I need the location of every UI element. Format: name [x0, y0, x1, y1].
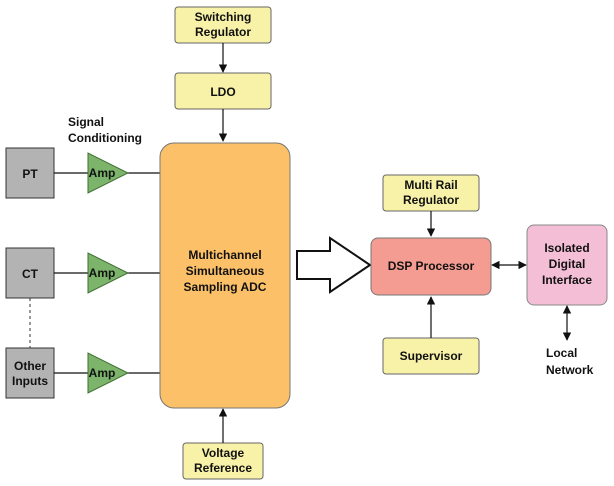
pt-label: PT — [22, 167, 38, 181]
adc-box — [159, 142, 291, 409]
amp-triangle-other — [87, 352, 130, 394]
local-network-line1: Local — [546, 346, 577, 360]
data-flow-arrow — [296, 236, 372, 294]
switching-regulator-line2: Regulator — [195, 25, 251, 39]
voltage-reference-line1: Voltage — [202, 446, 245, 460]
other-inputs-line2: Inputs — [12, 374, 48, 388]
adc-line3: Sampling ADC — [184, 280, 267, 294]
ct-input-box — [5, 247, 55, 299]
amp-label-ct: Amp — [89, 266, 116, 280]
adc-line1: Multichannel — [188, 248, 261, 262]
dsp-processor-box — [370, 237, 492, 296]
other-inputs-box — [5, 347, 55, 399]
signal-conditioning-line2: Conditioning — [68, 131, 142, 145]
ct-label: CT — [22, 267, 39, 281]
pt-input-box — [5, 147, 55, 199]
amp-triangle-pt — [87, 152, 130, 194]
other-inputs-line1: Other — [14, 359, 46, 373]
supervisor-label: Supervisor — [400, 349, 463, 363]
isolated-interface-line3: Interface — [542, 273, 592, 287]
adc-line2: Simultaneous — [186, 264, 265, 278]
switching-regulator-line1: Switching — [195, 10, 252, 24]
ldo-label: LDO — [210, 85, 235, 99]
multi-rail-regulator-line1: Multi Rail — [404, 178, 457, 192]
amp-triangle-ct — [87, 252, 130, 294]
voltage-reference-line2: Reference — [194, 461, 252, 475]
amp-label-other: Amp — [89, 366, 116, 380]
isolated-interface-line1: Isolated — [544, 241, 589, 255]
isolated-interface-box — [526, 224, 608, 306]
dsp-processor-label: DSP Processor — [388, 259, 475, 273]
multi-rail-regulator-line2: Regulator — [403, 193, 459, 207]
signal-conditioning-line1: Signal — [68, 115, 104, 129]
amp-label-pt: Amp — [89, 166, 116, 180]
isolated-interface-line2: Digital — [549, 257, 586, 271]
local-network-line2: Network — [546, 363, 594, 377]
